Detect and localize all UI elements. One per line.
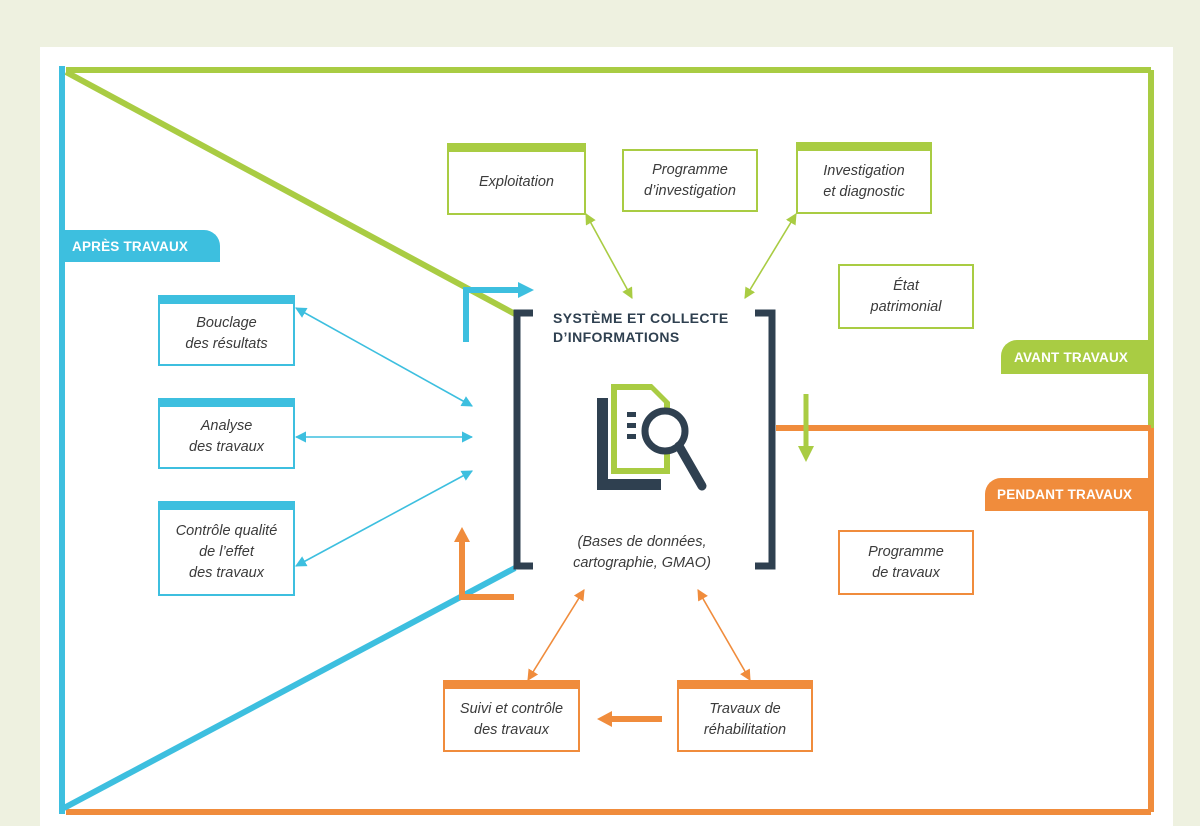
apres-frame [59, 66, 517, 814]
flow-arrow-green [798, 394, 814, 462]
connector-controle [295, 470, 473, 567]
box-programme-travaux: Programme de travaux [838, 530, 974, 595]
box-etat-patrimonial: État patrimonial [838, 264, 974, 329]
avant-frame [64, 67, 1154, 428]
connector-suivi [527, 589, 585, 681]
box-exploitation: Exploitation [447, 143, 586, 215]
connector-bouclage [295, 307, 473, 407]
box-programme-investigation: Programme d’investigation [622, 149, 758, 212]
box-controle: Contrôle qualité de l’effet des travaux [158, 501, 295, 596]
connector-rehabilitation [697, 589, 751, 681]
flow-arrow-rehab-to-suivi [597, 711, 662, 727]
connector-exploitation [585, 213, 633, 299]
box-bouclage: Bouclage des résultats [158, 295, 295, 366]
phase-label-avant: AVANT TRAVAUX [1001, 340, 1154, 374]
center-title: SYSTÈME ET COLLECTE D’INFORMATIONS [553, 310, 729, 345]
phase-label-apres: APRÈS TRAVAUX [62, 230, 220, 262]
connector-investigation [744, 213, 797, 299]
center-subtitle: (Bases de données, cartographie, GMAO) [573, 534, 711, 571]
phase-label-pendant: PENDANT TRAVAUX [985, 478, 1154, 511]
box-investigation-diagnostic: Investigation et diagnostic [796, 142, 932, 214]
box-suivi: Suivi et contrôle des travaux [443, 680, 580, 752]
box-rehabilitation: Travaux de réhabilitation [677, 680, 813, 752]
box-analyse: Analyse des travaux [158, 398, 295, 469]
document-search-icon [597, 384, 707, 491]
center-brackets [513, 309, 776, 570]
